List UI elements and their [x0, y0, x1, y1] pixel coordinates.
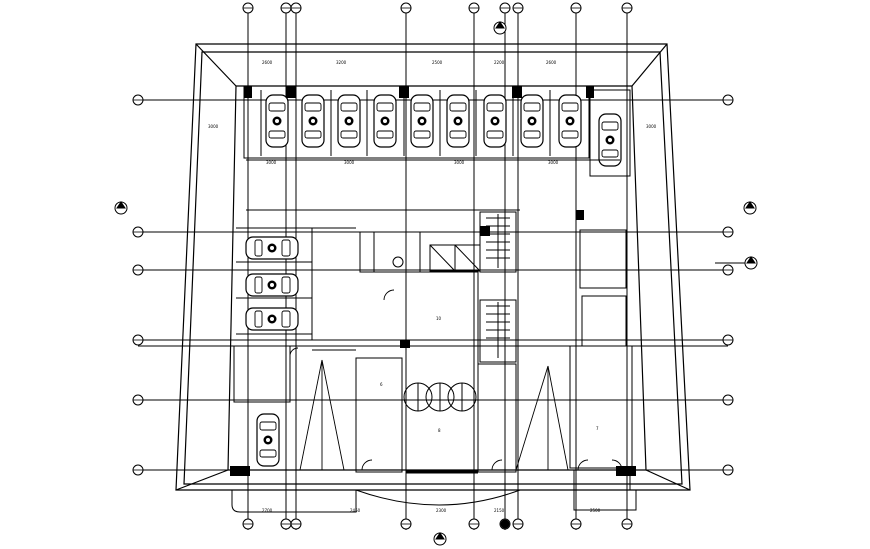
car-icon [410, 94, 434, 148]
dim-bottom-5: 2500 [590, 508, 601, 513]
dim-bottom-3: 2300 [436, 508, 447, 513]
car-icon [301, 94, 325, 148]
dim-right: 3000 [646, 124, 657, 129]
dim-left: 3000 [208, 124, 219, 129]
dim-bottom-1: 2700 [262, 508, 273, 513]
left-parking-bay [236, 227, 313, 341]
room-label-b: 6 [380, 382, 383, 387]
car-icon [265, 94, 289, 148]
dim-top-2: 3200 [336, 60, 347, 65]
car-icon [245, 236, 299, 260]
car-icon [337, 94, 361, 148]
dim-top-5: 2600 [546, 60, 557, 65]
car-icon [558, 94, 582, 148]
entrance-strip [231, 489, 637, 513]
top-parking-row [243, 85, 631, 177]
room-labels: 10 6 8 7 [380, 316, 599, 433]
car-icon [256, 413, 280, 467]
car-icon [598, 113, 622, 167]
dim-top-1: 2600 [262, 60, 273, 65]
top-row-cars [265, 94, 622, 167]
room-label-a: 10 [436, 316, 442, 321]
dimension-labels: 2600 3200 2500 2200 2600 3000 3000 3000 … [208, 60, 657, 513]
car-icon [520, 94, 544, 148]
car-icon [245, 307, 299, 331]
dim-top-3: 2500 [432, 60, 443, 65]
central-core [233, 159, 633, 491]
dim-row2-3: 3000 [454, 160, 465, 165]
north-arrow-icon [114, 21, 758, 546]
car-icon [373, 94, 397, 148]
car-icon [483, 94, 507, 148]
ramp-diagonals [299, 359, 569, 471]
structural-columns [230, 86, 636, 476]
room-label-d: 7 [596, 426, 599, 431]
dim-row2-1: 3000 [266, 160, 277, 165]
dim-top-4: 2200 [494, 60, 505, 65]
car-icon [245, 273, 299, 297]
dim-row2-4: 3000 [548, 160, 559, 165]
dim-bottom-4: 2150 [494, 508, 505, 513]
door-swing-icons [289, 289, 623, 471]
grid-bubble-icons [132, 2, 734, 530]
dim-row2-2: 3000 [344, 160, 355, 165]
dim-bottom-2: 2450 [350, 508, 361, 513]
room-label-c: 8 [438, 428, 441, 433]
car-icon [446, 94, 470, 148]
site-boundary [175, 43, 691, 491]
